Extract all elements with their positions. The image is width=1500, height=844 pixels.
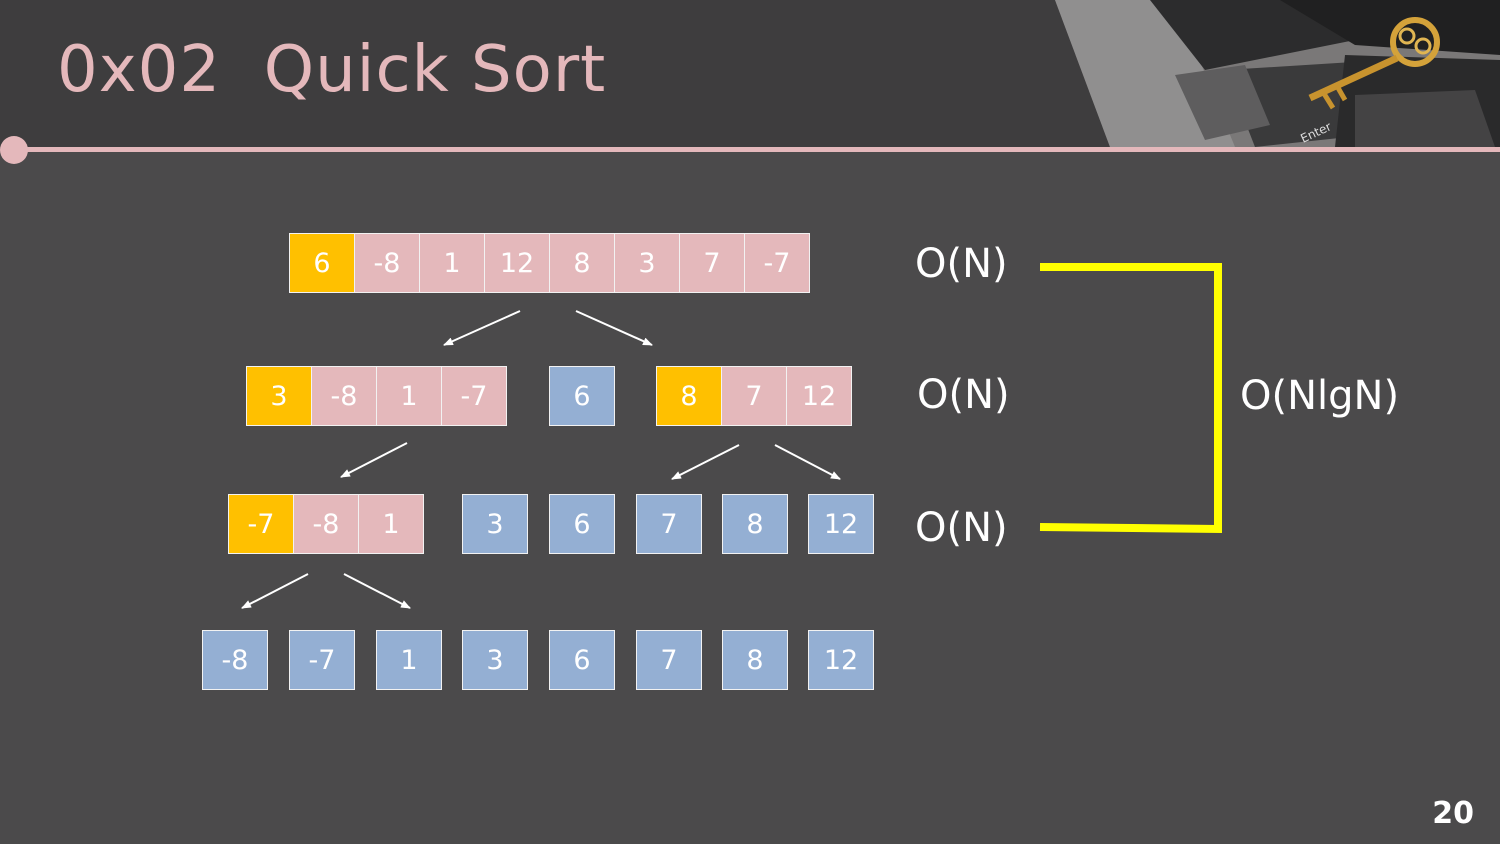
complexity-bracket	[1039, 263, 1222, 534]
array-cell: -8	[354, 233, 420, 293]
slide-title: 0x02 Quick Sort	[57, 33, 607, 107]
complexity-total: O(NlgN)	[1240, 373, 1400, 419]
array-cell: 3	[462, 630, 528, 690]
array-cell: -7	[228, 494, 294, 554]
array-cell: 12	[484, 233, 550, 293]
array-cell: 1	[376, 366, 442, 426]
array-cell: 12	[808, 630, 874, 690]
array-cell: -8	[311, 366, 377, 426]
array-cell: -7	[744, 233, 810, 293]
array-cell: 1	[376, 630, 442, 690]
array-cell: 8	[656, 366, 722, 426]
title-divider-dot	[0, 136, 28, 164]
keyboard-key-photo: Enter	[1055, 0, 1500, 147]
array-cell: -8	[293, 494, 359, 554]
split-arrow	[575, 310, 653, 346]
array-cell: -8	[202, 630, 268, 690]
array-cell: 7	[679, 233, 745, 293]
array-cell: 6	[549, 494, 615, 554]
array-cell: 3	[462, 494, 528, 554]
array-cell: 7	[721, 366, 787, 426]
array-cell: 7	[636, 494, 702, 554]
array-cell: 6	[289, 233, 355, 293]
array-cell: 3	[246, 366, 312, 426]
array-cell: 1	[419, 233, 485, 293]
array-cell: 12	[786, 366, 852, 426]
array-cell: 1	[358, 494, 424, 554]
array-cell: -7	[441, 366, 507, 426]
split-arrow	[340, 442, 408, 478]
page-number: 20	[1432, 796, 1474, 831]
split-arrow	[443, 310, 521, 346]
complexity-level-3: O(N)	[915, 505, 1008, 551]
array-cell: 7	[636, 630, 702, 690]
array-cell: 8	[722, 494, 788, 554]
title-divider	[14, 147, 1500, 152]
array-cell: 6	[549, 630, 615, 690]
array-cell: 6	[549, 366, 615, 426]
complexity-level-1: O(N)	[915, 241, 1008, 287]
split-arrow	[774, 444, 841, 480]
array-cell: 3	[614, 233, 680, 293]
array-cell: 12	[808, 494, 874, 554]
split-arrow	[343, 573, 411, 609]
split-arrow	[671, 444, 740, 480]
array-cell: -7	[289, 630, 355, 690]
golden-key-icon	[1308, 17, 1440, 110]
split-arrow	[241, 573, 309, 609]
complexity-level-2: O(N)	[917, 372, 1010, 418]
array-cell: 8	[722, 630, 788, 690]
